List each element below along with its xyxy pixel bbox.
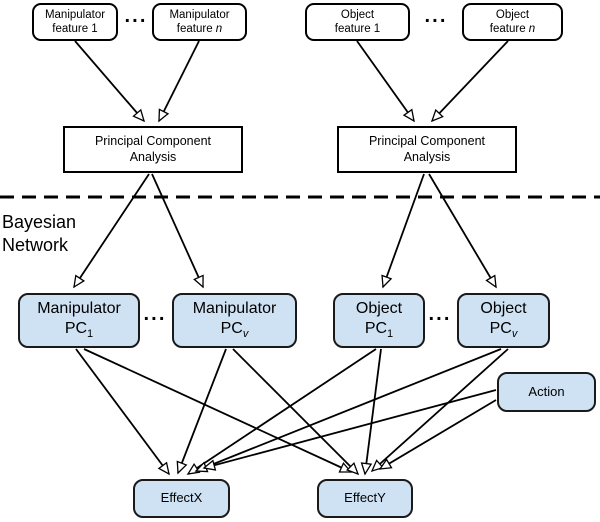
node-action: Action — [497, 372, 596, 412]
edge-mpcv-effecty — [232, 348, 358, 474]
edge-opcv-effecty — [372, 348, 509, 471]
node-manipulator-feature-n: Manipulator feature n — [152, 3, 247, 41]
node-object-feature-n: Object feature n — [462, 3, 563, 41]
node-label: Object — [340, 8, 375, 21]
bayesian-network-label: Bayesian Network — [2, 211, 76, 257]
edge-mpc1-effecty — [83, 348, 351, 473]
edge-action-effectx — [204, 389, 497, 468]
node-label: Analysis — [129, 149, 177, 164]
node-effect-y: EffectY — [317, 479, 413, 518]
node-label: EffectY — [344, 490, 386, 506]
edge-mpcv-effectx — [178, 348, 227, 473]
node-label: Principal Component — [94, 133, 212, 148]
node-label: PC1 — [364, 320, 394, 341]
node-manipulator-pc1: Manipulator PC1 — [18, 293, 140, 348]
edge-pca-left-mpc1 — [74, 173, 150, 287]
node-label: feature 1 — [334, 23, 381, 35]
node-label: Object — [355, 300, 403, 318]
bayesian-label-line1: Bayesian — [2, 212, 77, 232]
node-object-pc1: Object PC1 — [333, 293, 425, 348]
edge-opc1-effectx — [188, 348, 377, 474]
edge-opc1-effecty — [365, 348, 382, 474]
node-manipulator-feature-1: Manipulator feature 1 — [32, 3, 118, 41]
node-label: Principal Component — [368, 133, 486, 148]
edge-action-effecty — [380, 399, 497, 469]
edge-mfeat1-pca-left — [74, 40, 144, 121]
node-label: EffectX — [160, 490, 203, 506]
ellipsis-manipulator-features: ··· — [124, 10, 148, 33]
ellipsis-object-features: ··· — [424, 10, 448, 33]
node-pca-right: Principal Component Analysis — [337, 126, 517, 173]
node-pca-left: Principal Component Analysis — [63, 126, 243, 173]
node-label: PCv — [489, 320, 518, 341]
bayesian-label-line2: Network — [2, 235, 69, 255]
node-effect-x: EffectX — [133, 479, 230, 518]
node-label: PC1 — [64, 320, 94, 341]
node-manipulator-pcv: Manipulator PCv — [172, 293, 297, 348]
node-label: Manipulator — [37, 300, 121, 318]
ellipsis-manipulator-pcs: ··· — [143, 308, 167, 331]
node-label: feature 1 — [52, 23, 98, 35]
node-label: feature n — [176, 23, 223, 35]
edge-pca-right-opcv — [428, 173, 496, 287]
node-object-feature-1: Object feature 1 — [305, 3, 410, 41]
node-label: Manipulator — [44, 8, 106, 21]
node-label: feature n — [489, 23, 536, 35]
edge-opcv-effectx — [196, 348, 502, 471]
node-label: PCv — [220, 320, 249, 341]
edge-mpc1-effectx — [75, 348, 169, 474]
edge-pca-left-mpcv — [151, 173, 204, 287]
edge-pca-right-opc1 — [383, 173, 425, 287]
node-label: Object — [480, 300, 527, 318]
edge-mfeatn-pca-left — [158, 40, 200, 121]
node-label: Manipulator — [169, 8, 230, 21]
node-label: Action — [528, 383, 565, 399]
edge-ofeatn-pca-right — [432, 40, 509, 121]
node-label: Manipulator — [192, 300, 277, 318]
ellipsis-object-pcs: ··· — [428, 308, 452, 331]
node-label: Analysis — [403, 149, 451, 164]
edge-ofeat1-pca-right — [356, 40, 414, 121]
node-label: Object — [495, 8, 530, 21]
node-object-pcv: Object PCv — [457, 293, 550, 348]
